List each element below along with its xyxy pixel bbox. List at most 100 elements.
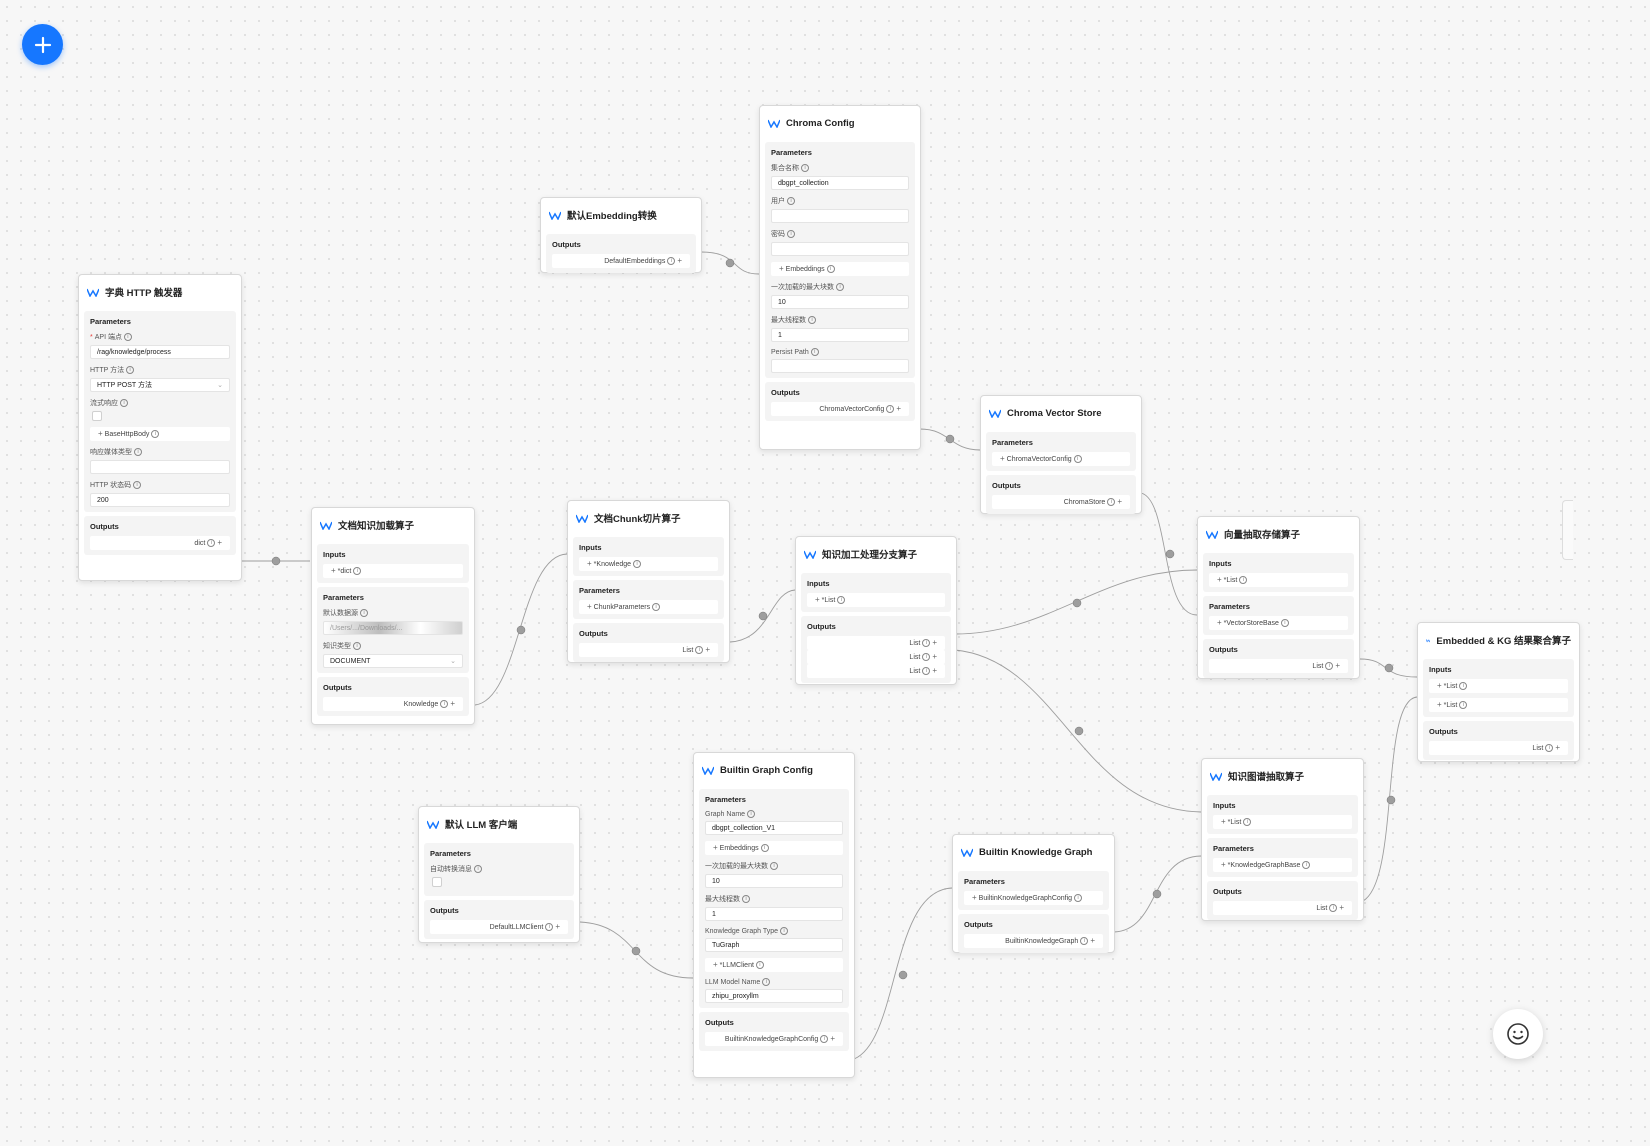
awel-node-icon <box>702 766 714 775</box>
edge-branch-to-kg <box>954 649 1202 813</box>
chevron-down-icon: ⌄ <box>450 658 456 665</box>
chevron-down-icon: ⌄ <box>217 382 223 389</box>
plus-icon: + <box>1221 817 1226 826</box>
info-icon: i <box>787 197 795 206</box>
user-input[interactable] <box>771 209 909 223</box>
plus-icon: + <box>1555 743 1560 752</box>
info-icon: i <box>760 844 769 853</box>
collection-name-input[interactable]: dbgpt_collection <box>771 176 909 190</box>
info-icon: i <box>747 810 756 818</box>
edge-chunk-to-branch <box>729 589 796 643</box>
max-threads-input[interactable]: 1 <box>771 328 909 342</box>
info-icon: i <box>207 539 216 548</box>
info-icon: i <box>1302 861 1311 870</box>
api-endpoint-input[interactable]: /rag/knowledge/process <box>90 345 230 359</box>
plus-icon: + <box>1339 903 1344 912</box>
assistant-button[interactable] <box>1493 1009 1543 1059</box>
info-icon: i <box>1329 904 1338 913</box>
password-input[interactable] <box>771 242 909 256</box>
plus-icon: + <box>972 893 977 902</box>
persist-path-input[interactable] <box>771 359 909 373</box>
max-chunks-input[interactable]: 10 <box>771 295 909 309</box>
auto-convert-checkbox[interactable] <box>432 877 442 887</box>
plus-icon: + <box>932 652 937 661</box>
status-code-input[interactable]: 200 <box>90 493 230 507</box>
info-icon: i <box>810 348 819 356</box>
graph-name-input[interactable]: dbgpt_collection_V1 <box>705 821 843 835</box>
datasource-input[interactable]: /Users/.../Downloads/... <box>323 621 463 635</box>
plus-icon: + <box>587 559 592 568</box>
info-icon: i <box>1243 818 1252 827</box>
add-node-button[interactable] <box>22 24 63 65</box>
knowledge-type-select[interactable]: DOCUMENT⌄ <box>323 654 463 668</box>
node-graph-config[interactable]: Builtin Graph Config Parameters Graph Na… <box>693 752 855 1078</box>
plus-icon: + <box>1000 454 1005 463</box>
streaming-checkbox[interactable] <box>92 411 102 421</box>
plus-icon: + <box>713 960 718 969</box>
info-icon: i <box>133 481 142 490</box>
node-chroma-vector-store[interactable]: Chroma Vector Store Parameters +ChromaVe… <box>980 395 1142 514</box>
info-icon: i <box>801 164 809 173</box>
info-icon: i <box>820 1035 829 1044</box>
plus-icon: + <box>779 264 784 273</box>
plus-icon: + <box>1335 661 1340 670</box>
kg-type-input[interactable]: TuGraph <box>705 938 843 952</box>
media-type-input[interactable] <box>90 460 230 474</box>
side-panel-handle[interactable] <box>1562 500 1573 560</box>
awel-node-icon <box>1206 530 1218 539</box>
max-threads-input[interactable]: 1 <box>705 907 843 921</box>
http-method-select[interactable]: HTTP POST 方法⌄ <box>90 378 230 392</box>
info-icon: i <box>667 257 676 266</box>
info-icon: i <box>755 961 764 970</box>
edge-llm-to-graph <box>579 921 694 979</box>
node-builtin-kg[interactable]: Builtin Knowledge Graph Parameters +Buil… <box>952 834 1115 953</box>
max-chunks-input[interactable]: 10 <box>705 874 843 888</box>
model-name-input[interactable]: zhipu_proxyllm <box>705 989 843 1003</box>
